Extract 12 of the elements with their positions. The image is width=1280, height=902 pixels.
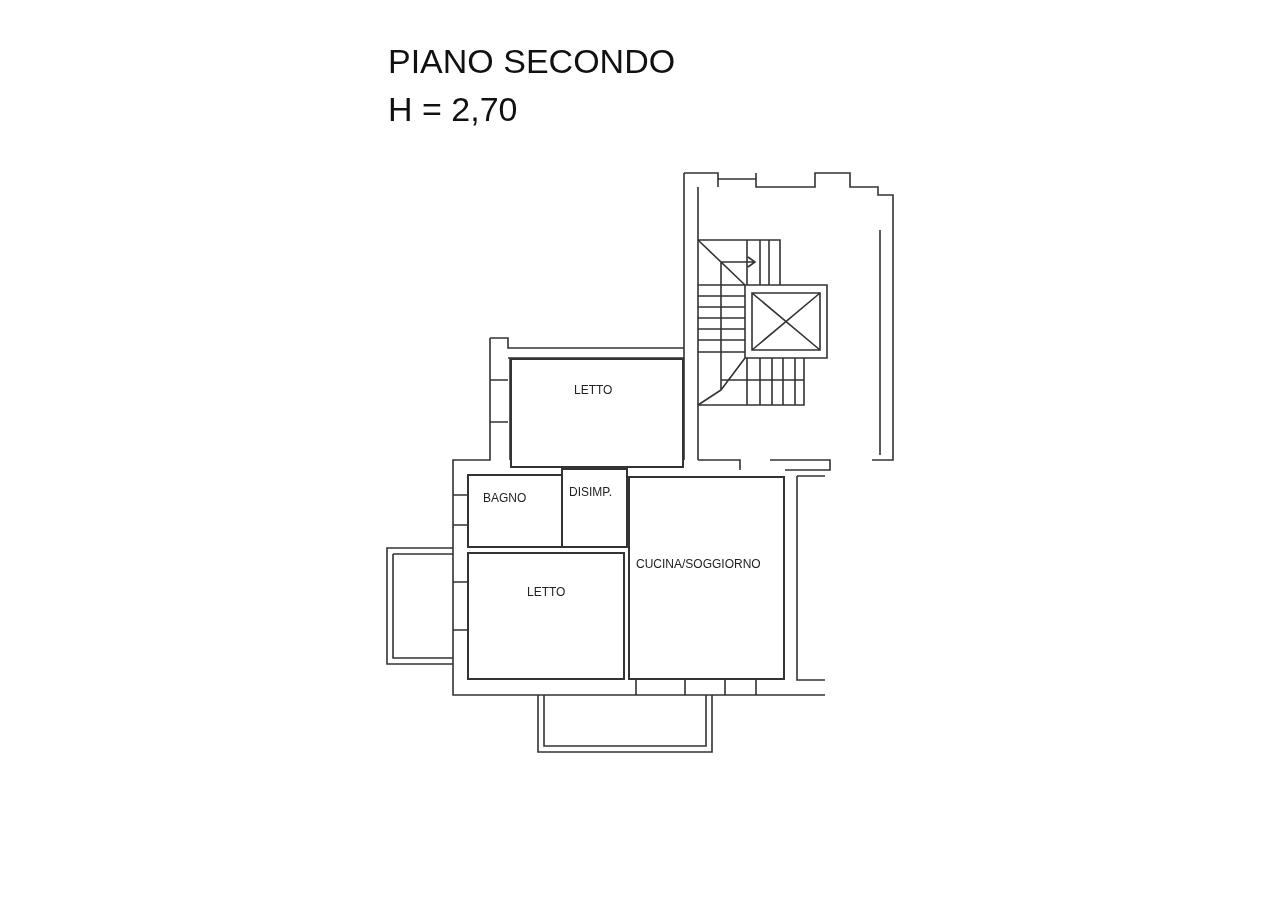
room-name: LETTO	[527, 586, 566, 598]
room-name: CUCINA/SOGGIORNO	[636, 558, 761, 570]
height-label: H = 2,70	[388, 92, 518, 126]
room-outline	[467, 552, 625, 680]
room-name: DISIMP.	[569, 486, 613, 498]
room-outline	[467, 474, 563, 548]
room-name: BAGNO	[483, 492, 527, 504]
room-outline	[510, 358, 684, 468]
title-text: PIANO SECONDO	[388, 44, 676, 78]
room-outline	[628, 476, 785, 680]
room-name: LETTO	[574, 384, 613, 396]
room-outline	[561, 468, 628, 548]
